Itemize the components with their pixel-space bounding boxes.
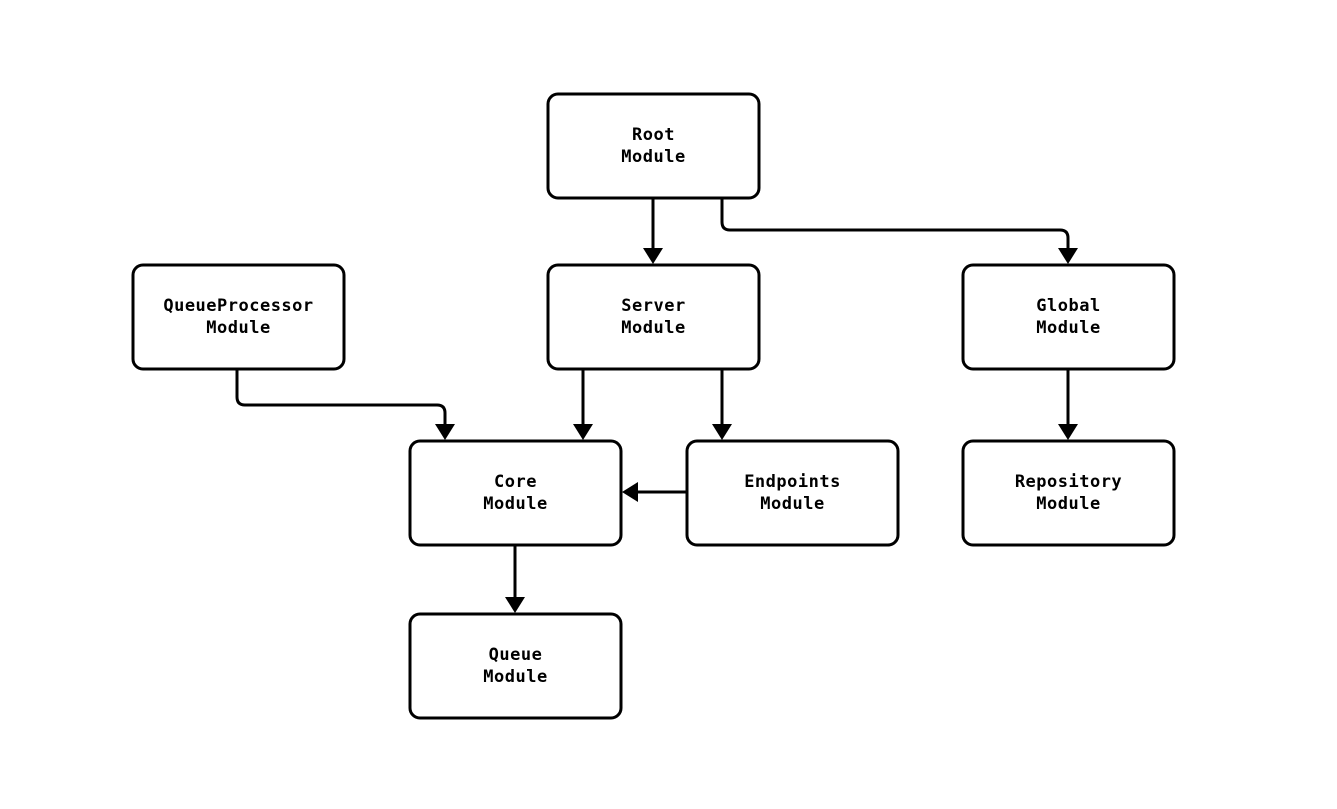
- node-label-line2: Module: [621, 318, 685, 338]
- node-label-line2: Module: [483, 494, 547, 514]
- arrow-head-icon: [1058, 248, 1078, 264]
- node-label-line1: Endpoints: [744, 472, 841, 492]
- node-label-line2: Module: [1036, 494, 1100, 514]
- node-label-line1: Server: [621, 296, 685, 316]
- edge-global-to-repository: [1058, 369, 1078, 440]
- node-box[interactable]: [408, 612, 623, 720]
- edge-queueprocessor-to-core: [235, 369, 455, 440]
- arrow-head-icon: [505, 597, 525, 613]
- node-box[interactable]: [961, 263, 1176, 371]
- node-label-line2: Module: [621, 147, 685, 167]
- node-box[interactable]: [131, 263, 346, 371]
- edge-core-to-queue: [505, 545, 525, 613]
- arrow-head-icon: [622, 482, 638, 502]
- node-label-line1: Queue: [489, 645, 543, 665]
- node-box[interactable]: [408, 439, 623, 547]
- node-label-line1: Repository: [1015, 472, 1122, 492]
- node-box[interactable]: [685, 439, 900, 547]
- node-label-line1: Core: [494, 472, 537, 492]
- node-label-line2: Module: [483, 667, 547, 687]
- node-box[interactable]: [961, 439, 1176, 547]
- node-label-line2: Module: [760, 494, 824, 514]
- arrow-head-icon: [1058, 424, 1078, 440]
- edges-layer: [235, 198, 1078, 613]
- arrow-head-icon: [643, 248, 663, 264]
- node-label-line1: QueueProcessor: [163, 296, 313, 316]
- edge-root-to-server: [643, 198, 663, 264]
- edge-endpoints-to-core: [622, 482, 687, 502]
- edge-line: [235, 369, 447, 432]
- edge-line: [720, 198, 1070, 256]
- edge-server-to-core: [573, 369, 593, 440]
- node-label-line2: Module: [206, 318, 270, 338]
- nodes-layer: RootModuleQueueProcessorModuleServerModu…: [131, 92, 1176, 720]
- node-box[interactable]: [546, 92, 761, 200]
- node-label-line2: Module: [1036, 318, 1100, 338]
- edge-server-to-endpoints: [712, 369, 732, 440]
- arrow-head-icon: [435, 424, 455, 440]
- arrow-head-icon: [573, 424, 593, 440]
- node-label-line1: Root: [632, 125, 675, 145]
- node-box[interactable]: [546, 263, 761, 371]
- arrow-head-icon: [712, 424, 732, 440]
- node-label-line1: Global: [1036, 296, 1100, 316]
- edge-root-to-global: [720, 198, 1078, 264]
